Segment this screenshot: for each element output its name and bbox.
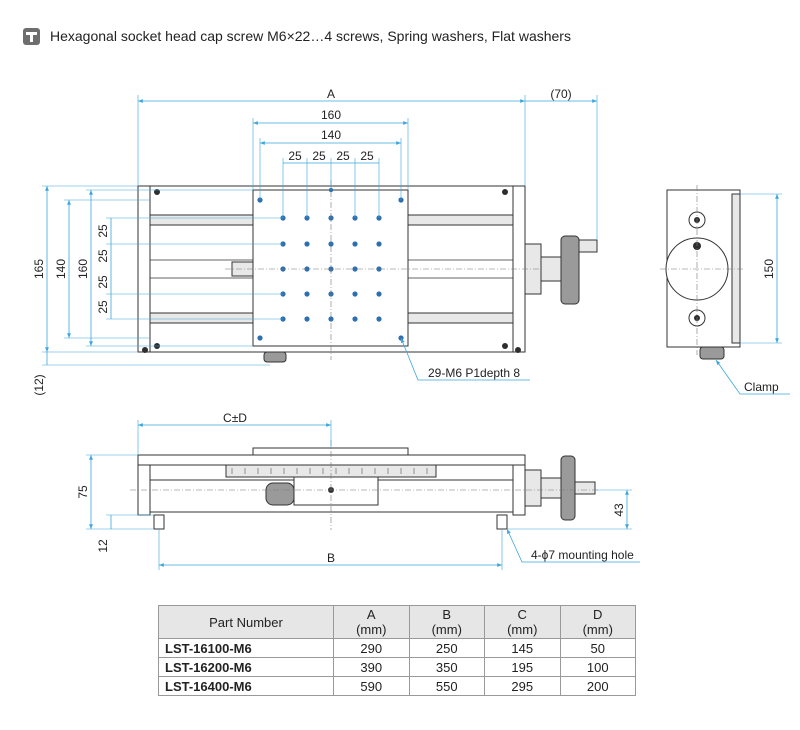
table-row: LST-16100-M6 290 250 145 50 <box>158 638 636 658</box>
dim-25-v4: 25 <box>96 300 110 314</box>
dim-12-paren: (12) <box>32 374 46 395</box>
top-view: A (70) 160 140 25 25 25 25 165 140 <box>32 87 598 396</box>
dim-150: 150 <box>762 259 776 279</box>
cell-b: 550 <box>408 676 485 696</box>
dim-25-h4: 25 <box>360 149 374 163</box>
end-view: 150 Clamp <box>660 185 790 395</box>
cell-a: 590 <box>333 676 410 696</box>
cell-c: 195 <box>484 657 561 677</box>
tap-note: 29-M6 P1depth 8 <box>428 366 520 380</box>
cell-a: 290 <box>333 638 410 658</box>
dim-25-v2: 25 <box>96 249 110 263</box>
dim-165: 165 <box>32 259 46 279</box>
table-row: LST-16200-M6 390 350 195 100 <box>158 657 636 677</box>
dim-25-v3: 25 <box>96 275 110 289</box>
col-a: A(mm) <box>333 605 410 639</box>
cell-d: 100 <box>559 657 636 677</box>
part-number-cell: LST-16200-M6 <box>158 657 334 677</box>
dim-25-h3: 25 <box>336 149 350 163</box>
header-text: Hexagonal socket head cap screw M6×22…4 … <box>50 28 571 44</box>
screw-icon <box>23 27 40 45</box>
cell-a: 390 <box>333 657 410 677</box>
dim-cd: C±D <box>223 411 247 425</box>
col-part-number: Part Number <box>158 605 334 639</box>
dim-25-h2: 25 <box>312 149 326 163</box>
handle <box>578 239 598 253</box>
hub <box>540 256 562 282</box>
col-d: D(mm) <box>559 605 636 639</box>
front-view: C±D 75 12 43 B 4-ϕ7 mounting hole <box>76 411 640 570</box>
tapped-hole-grid <box>257 187 404 341</box>
dim-140: 140 <box>321 128 341 142</box>
cell-d: 50 <box>559 638 636 658</box>
end-block-left <box>137 185 151 353</box>
col-c: C(mm) <box>484 605 561 639</box>
dim-160-v: 160 <box>76 259 90 279</box>
clamp-knob-end <box>699 346 725 360</box>
front-top-rail <box>137 454 526 466</box>
clamp-label: Clamp <box>744 380 779 394</box>
cell-d: 200 <box>559 676 636 696</box>
mount-note: 4-ϕ7 mounting hole <box>531 548 634 562</box>
dim-a: A <box>327 87 335 101</box>
dim-25-v1: 25 <box>96 224 110 238</box>
part-number-cell: LST-16400-M6 <box>158 676 334 696</box>
cell-b: 250 <box>408 638 485 658</box>
dim-140-v: 140 <box>54 259 68 279</box>
cell-b: 350 <box>408 657 485 677</box>
spec-table: Part Number A(mm) B(mm) C(mm) D(mm) LST-… <box>158 605 636 696</box>
dim-12: 12 <box>96 539 110 553</box>
technical-drawing: A (70) 160 140 25 25 25 25 165 140 <box>32 87 790 570</box>
table-row: LST-16400-M6 590 550 295 200 <box>158 676 636 696</box>
dim-70: (70) <box>550 87 571 101</box>
dim-75: 75 <box>76 485 90 499</box>
handwheel <box>560 235 580 305</box>
col-b: B(mm) <box>408 605 485 639</box>
table-header-row: Part Number A(mm) B(mm) C(mm) D(mm) <box>158 605 636 639</box>
dim-b: B <box>327 551 335 565</box>
clamp-knob-top <box>263 351 287 363</box>
dim-160: 160 <box>321 108 341 122</box>
cell-c: 145 <box>484 638 561 658</box>
dim-43: 43 <box>612 503 626 517</box>
header: Hexagonal socket head cap screw M6×22…4 … <box>23 24 571 48</box>
part-number-cell: LST-16100-M6 <box>158 638 334 658</box>
cell-c: 295 <box>484 676 561 696</box>
clamp-knob-front <box>265 482 295 506</box>
dim-25-h1: 25 <box>288 149 302 163</box>
